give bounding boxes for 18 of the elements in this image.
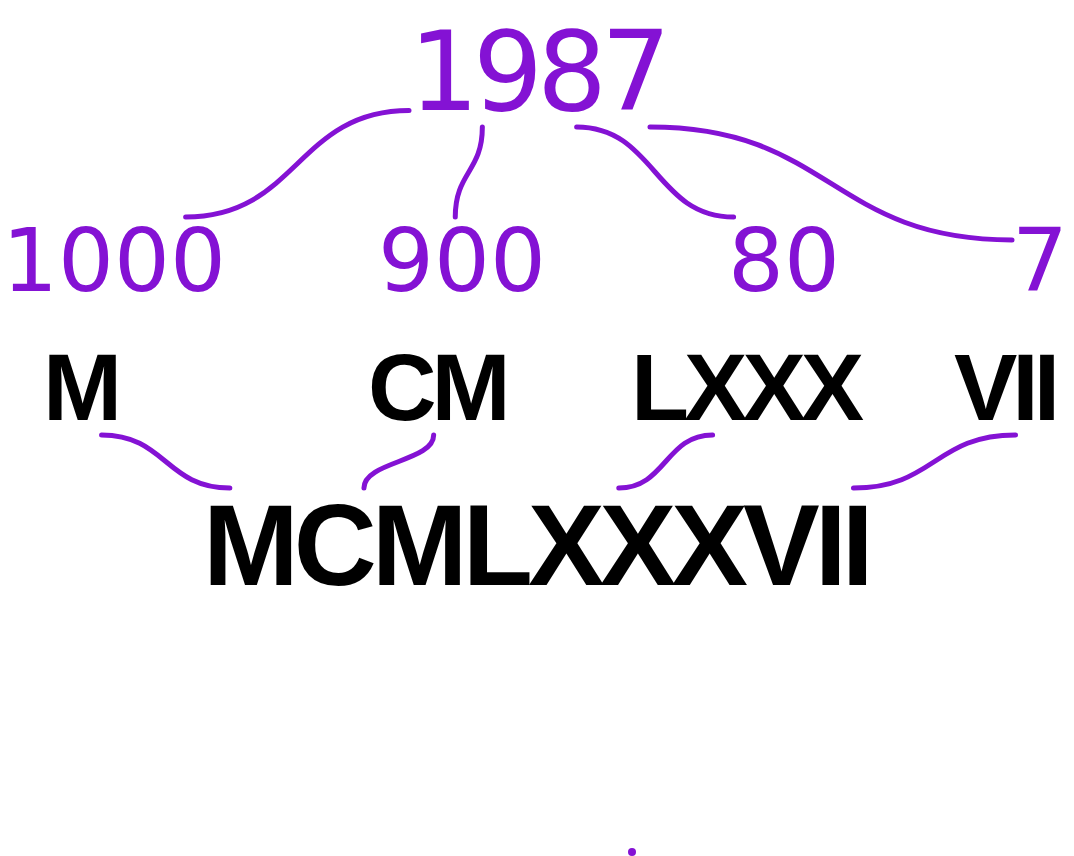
connector-line <box>616 432 716 491</box>
connector-line <box>647 124 1015 243</box>
connector-line <box>361 432 437 491</box>
connector-line <box>851 432 1019 491</box>
connector-line <box>574 124 737 220</box>
roman-numeral: VII <box>954 340 1061 435</box>
roman-numeral: M <box>43 340 123 435</box>
connector-line <box>452 124 485 220</box>
connector-line <box>183 108 412 220</box>
roman-numeral-result: MCMLXXXVII <box>203 488 874 603</box>
roman-numeral: CM <box>368 340 511 435</box>
place-value-number: 80 <box>728 217 840 305</box>
roman-numeral: LXXX <box>631 340 865 435</box>
connector-line <box>99 432 233 491</box>
place-value-number: 7 <box>1012 217 1068 305</box>
place-value-number: 1000 <box>2 217 226 305</box>
place-value-number: 900 <box>378 217 546 305</box>
year-number: 1987 <box>409 17 671 127</box>
